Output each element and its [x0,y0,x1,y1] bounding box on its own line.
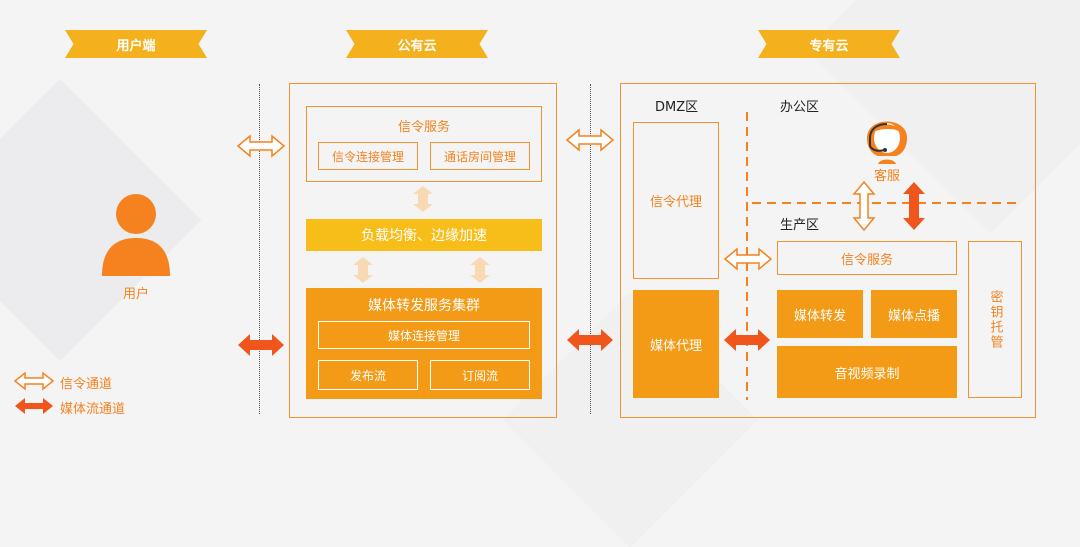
office-zone-label: 办公区 [780,100,820,115]
call-room-mgmt: 通话房间管理 [430,142,530,170]
publish-stream: 发布流 [318,360,418,390]
public-signal-service-title: 信令服务 [397,119,450,135]
connector-layer [13,112,1018,414]
signal-channel-arrow [565,128,615,152]
signal-channel-arrow [236,134,286,158]
media-forward-box: 媒体转发 [777,290,863,338]
customer-service-icon [862,108,912,166]
link-arrow [353,257,373,283]
customer-service-label: 客服 [873,168,900,184]
public-cloud-frame [289,83,557,418]
public-signal-service-box [306,106,542,182]
media-connection-mgmt: 媒体连接管理 [318,321,530,349]
signal-connection-mgmt: 信令连接管理 [318,142,418,170]
av-record-box: 音视频录制 [777,346,957,398]
media-channel-arrow [567,329,613,351]
media-channel-arrow-vertical [903,182,925,230]
link-arrow [413,186,433,212]
private-signal-service-box: 信令服务 [777,241,957,275]
legend-signal-label: 信令通道 [60,376,113,392]
legend-media-label: 媒体流通道 [60,401,126,417]
user-label: 用户 [122,286,149,302]
media-channel-arrow [238,334,284,356]
legend-signal-icon [13,371,55,391]
key-custody-box: 密钥托管 [968,241,1022,398]
load-balancer-box: 负载均衡、边缘加速 [306,219,542,251]
signal-proxy-box: 信令代理 [633,122,719,279]
media-channel-arrow [724,329,770,351]
private-cloud-frame [620,83,1036,418]
separator-line [590,84,591,414]
dmz-zone-label: DMZ区 [655,100,699,115]
legend-media-icon [15,398,53,414]
media-proxy-box: 媒体代理 [633,290,719,398]
production-zone-label: 生产区 [780,218,820,233]
signal-channel-arrow-vertical [852,180,876,232]
link-arrow [470,257,490,283]
banner-public-cloud: 公有云 [346,30,488,58]
media-vod-box: 媒体点播 [871,290,957,338]
media-cluster-title: 媒体转发服务集群 [368,298,480,314]
signal-channel-arrow [723,247,773,271]
banner-private-cloud: 专有云 [758,30,900,58]
user-icon [100,192,172,276]
separator-line [259,84,260,414]
media-cluster-box [306,288,542,399]
banner-user-side: 用户端 [65,30,207,58]
subscribe-stream: 订阅流 [430,360,530,390]
